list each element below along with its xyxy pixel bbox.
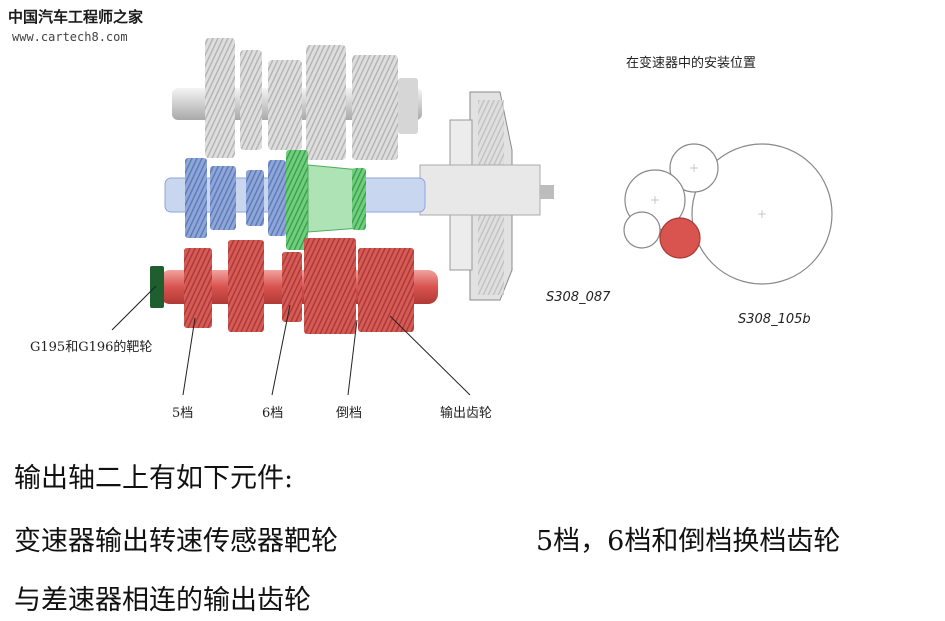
- green-gear: [286, 150, 366, 250]
- watermark-site-name: 中国汽车工程师之家: [8, 8, 144, 26]
- location-diagram: [623, 143, 833, 285]
- label-gear-6: 6档: [262, 406, 284, 421]
- figure-code-right: S308_105b: [738, 312, 811, 327]
- gearbox-diagram: [111, 38, 833, 396]
- label-output-gear: 输出齿轮: [440, 406, 493, 421]
- clutch-housing: [419, 91, 554, 301]
- label-gear-5: 5档: [172, 406, 194, 421]
- location-diagram-centers: [651, 164, 766, 218]
- body-line-1-left: 变速器输出转速传感器靶轮: [14, 526, 338, 557]
- location-title: 在变速器中的安装位置: [626, 56, 757, 71]
- body-line-2: 与差速器相连的输出齿轮: [14, 585, 311, 616]
- upper-shaft-gray: [172, 38, 422, 160]
- figure-code-left: S308_087: [546, 290, 611, 305]
- label-target-wheel: G195和G196的靶轮: [30, 340, 153, 355]
- body-heading: 输出轴二上有如下元件:: [14, 463, 294, 494]
- watermark-url: www.cartech8.com: [12, 30, 128, 44]
- body-line-1-right: 5档，6档和倒档换档齿轮: [536, 526, 841, 557]
- label-reverse-gear: 倒档: [336, 406, 363, 421]
- leader-lines: [111, 285, 471, 396]
- output-shaft-red: [160, 238, 438, 334]
- target-wheel: [150, 266, 164, 308]
